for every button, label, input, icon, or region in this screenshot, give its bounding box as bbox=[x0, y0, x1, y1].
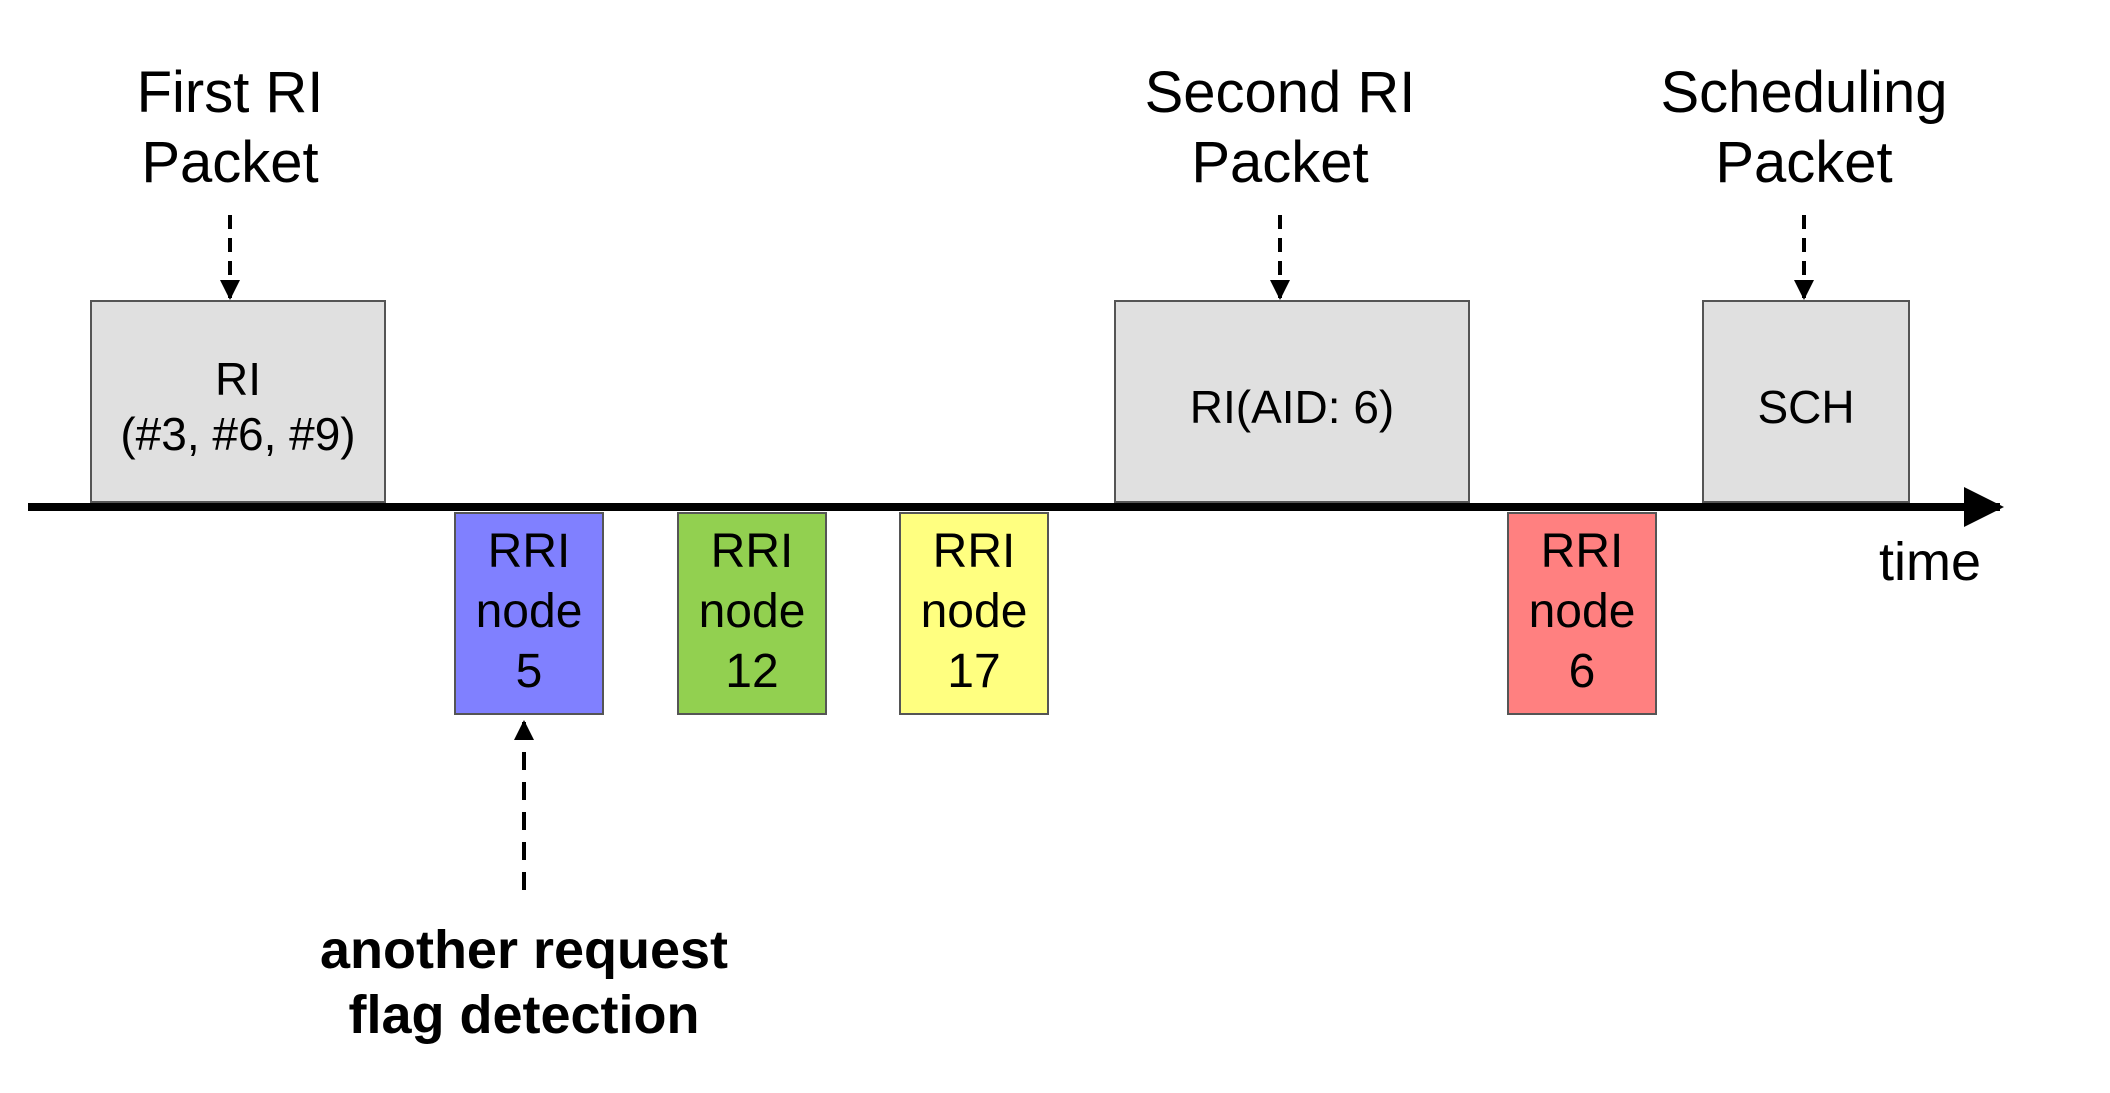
rri-node-6-box: RRI node 6 bbox=[1507, 512, 1657, 715]
ri-first-packet-box: RI (#3, #6, #9) bbox=[90, 300, 386, 503]
sch-packet-box: SCH bbox=[1702, 300, 1910, 503]
rri-node-12-text: RRI node 12 bbox=[698, 525, 806, 698]
second-ri-packet-label: Second RI Packet bbox=[1144, 60, 1416, 195]
time-axis-label: time bbox=[1878, 532, 1981, 592]
ri-first-packet-text: RI (#3, #6, #9) bbox=[120, 353, 356, 461]
ri-second-packet-box: RI(AID: 6) bbox=[1114, 300, 1470, 503]
rri-node-5-text: RRI node 5 bbox=[475, 525, 583, 698]
rri-node-17-text: RRI node 17 bbox=[920, 525, 1028, 698]
rri-node-6-text: RRI node 6 bbox=[1528, 525, 1636, 698]
rri-node-12-box: RRI node 12 bbox=[677, 512, 827, 715]
sch-packet-text: SCH bbox=[1757, 381, 1855, 433]
request-flag-detection-note: another request flag detection bbox=[319, 920, 729, 1045]
scheduling-packet-label: Scheduling Packet bbox=[1660, 60, 1948, 195]
first-ri-packet-label: First RI Packet bbox=[136, 60, 324, 195]
rri-node-5-box: RRI node 5 bbox=[454, 512, 604, 715]
ri-second-packet-text: RI(AID: 6) bbox=[1189, 381, 1395, 433]
rri-node-17-box: RRI node 17 bbox=[899, 512, 1049, 715]
